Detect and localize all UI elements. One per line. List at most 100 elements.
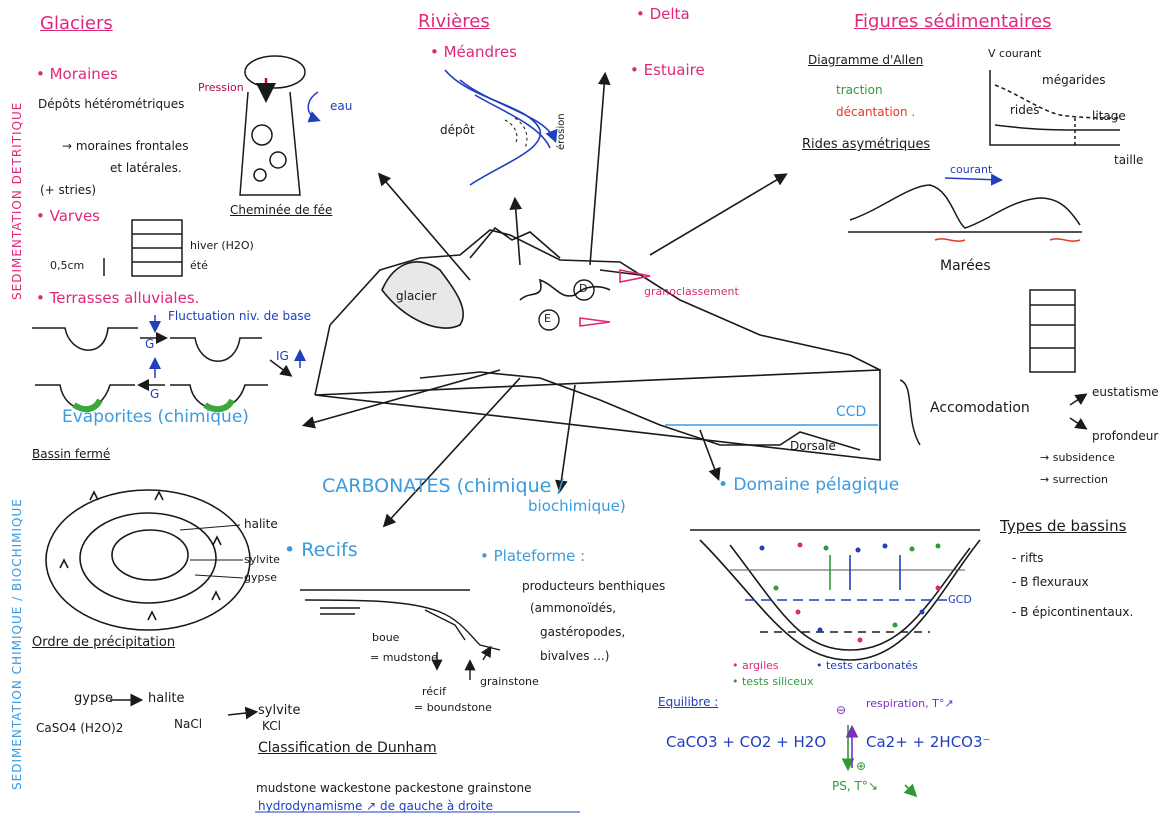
taille-label: taille bbox=[1114, 153, 1144, 167]
dunham-title: Classification de Dunham bbox=[258, 740, 437, 756]
subsidence-label: → subsidence bbox=[1040, 451, 1115, 464]
nacl-formula: NaCl bbox=[174, 717, 203, 731]
evaporites-title: Evaporites (chimique) bbox=[62, 407, 249, 427]
meanders-drawing bbox=[444, 69, 558, 186]
producteurs-line-4: bivalves ...) bbox=[540, 649, 610, 663]
pelagic-drawing bbox=[690, 529, 981, 661]
moraines-heading: • Moraines bbox=[36, 65, 118, 83]
glacier-label: glacier bbox=[396, 289, 437, 303]
rides-label: rides bbox=[1010, 103, 1040, 117]
d-label: D bbox=[579, 282, 588, 295]
argiles-legend: • argiles bbox=[732, 659, 779, 672]
producteurs-line-2: (ammonoïdés, bbox=[530, 601, 617, 615]
carbonates-title-2: biochimique) bbox=[528, 497, 626, 515]
allen-title: Diagramme d'Allen bbox=[808, 53, 924, 67]
g-label-2: G bbox=[150, 387, 160, 401]
eau-label: eau bbox=[330, 99, 353, 113]
block-ccd-label: CCD bbox=[836, 404, 867, 420]
gypse-formula-label: gypse bbox=[74, 691, 113, 706]
equilibre-bottom-label: PS, T°↘ bbox=[832, 779, 878, 793]
v-courant-label: V courant bbox=[988, 47, 1042, 60]
recif-label: récif bbox=[422, 685, 447, 698]
cheminee-drawing bbox=[239, 55, 321, 196]
e-circle bbox=[538, 309, 560, 331]
stries-text: (+ stries) bbox=[40, 183, 97, 197]
recif-drawing bbox=[300, 589, 501, 680]
pelagique-title: • Domaine pélagique bbox=[718, 475, 900, 495]
mudstone-label: = mudstone bbox=[370, 651, 438, 664]
pression-label: Pression bbox=[198, 81, 244, 94]
meandres-heading: • Méandres bbox=[430, 43, 517, 61]
grainstone-label: grainstone bbox=[480, 675, 539, 688]
side-label-chimique: SEDIMENTATION CHIMIQUE / BIOCHIMIQUE bbox=[10, 498, 24, 790]
delta-label: • Delta bbox=[636, 5, 690, 23]
bassin-rifts: - rifts bbox=[1012, 551, 1044, 565]
producteurs-line-3: gastéropodes, bbox=[540, 625, 626, 639]
granoclassement-label: granoclassement bbox=[644, 285, 739, 298]
granoclassement-marker bbox=[619, 269, 651, 283]
varves-drawing bbox=[103, 219, 183, 277]
dunham-hydro: hydrodynamisme ↗ de gauche à droite bbox=[258, 799, 494, 813]
tests-carbonates-legend: • tests carbonatés bbox=[816, 659, 918, 672]
eustatisme-label: eustatisme bbox=[1092, 385, 1159, 399]
terraces-drawing bbox=[32, 315, 306, 413]
sylvite-formula-label: sylvite bbox=[258, 703, 301, 718]
bassin-epicontinentaux: - B épicontinentaux. bbox=[1012, 605, 1134, 619]
decantation-label: décantation . bbox=[836, 105, 916, 119]
recifs-heading: • Recifs bbox=[284, 539, 358, 561]
equilibre-plus-sign: ⊕ bbox=[856, 759, 867, 773]
estuaire-label: • Estuaire bbox=[630, 61, 705, 79]
rides-asym-title: Rides asymétriques bbox=[802, 137, 931, 152]
traction-label: traction bbox=[836, 83, 883, 97]
moraines-types-1: → moraines frontales bbox=[62, 139, 189, 153]
varves-heading: • Varves bbox=[36, 207, 100, 225]
plateforme-heading: • Plateforme : bbox=[480, 547, 586, 565]
surrection-label: → surrection bbox=[1040, 473, 1108, 486]
halite-label: halite bbox=[244, 517, 278, 531]
courant-label: courant bbox=[950, 163, 993, 176]
erosion-label: érosion bbox=[556, 113, 567, 150]
varves-scale: 0,5cm bbox=[50, 259, 85, 272]
tests-siliceux-legend: • tests siliceux bbox=[732, 675, 814, 688]
d-circle bbox=[573, 279, 595, 301]
carbonates-title: CARBONATES (chimique / bbox=[322, 475, 564, 497]
marees-label: Marées bbox=[940, 258, 991, 274]
equilibre-title: Equilibre : bbox=[658, 695, 719, 709]
terrasses-heading: • Terrasses alluviales. bbox=[36, 289, 200, 307]
kcl-formula: KCl bbox=[262, 719, 281, 733]
strata-column bbox=[899, 289, 1088, 446]
depots-text: Dépôts hétérométriques bbox=[38, 97, 185, 111]
equilibre-top-label: respiration, T°↗ bbox=[866, 697, 954, 710]
producteurs-line-1: producteurs benthiques bbox=[522, 579, 666, 593]
ripples-drawing bbox=[848, 173, 1082, 242]
ig-label: IG bbox=[276, 349, 289, 363]
depot-label: dépôt bbox=[440, 123, 475, 137]
bassin-flexuraux: - B flexuraux bbox=[1012, 575, 1089, 589]
litage-label: litage bbox=[1092, 109, 1126, 123]
boundstone-label: = boundstone bbox=[414, 701, 492, 714]
g-label-1: G bbox=[145, 337, 155, 351]
figures-title: Figures sédimentaires bbox=[854, 11, 1052, 32]
pelagique-ccd-label: CCD bbox=[948, 593, 972, 606]
hollow-arrows bbox=[301, 71, 788, 528]
allen-diagram bbox=[989, 70, 1121, 146]
erosion-marker bbox=[579, 317, 611, 327]
caso4-formula: CaSO4 (H2O)2 bbox=[36, 721, 124, 735]
block-diagram bbox=[314, 226, 881, 461]
basin-drawing bbox=[45, 489, 259, 720]
e-label: E bbox=[544, 312, 551, 325]
ordre-label: Ordre de précipitation bbox=[32, 635, 176, 650]
equilibrium-arrows bbox=[841, 724, 918, 798]
halite-formula-label: halite bbox=[148, 691, 185, 706]
dunham-types: mudstone wackestone packestone grainston… bbox=[256, 781, 532, 795]
profondeur-label: profondeur bbox=[1092, 429, 1159, 443]
fluctuation-label: Fluctuation niv. de base bbox=[168, 309, 312, 323]
megarides-label: mégarides bbox=[1042, 73, 1106, 87]
accomodation-title: Accomodation bbox=[930, 400, 1030, 416]
pelagic-dots bbox=[759, 542, 941, 643]
equilibre-rhs: Ca2+ + 2HCO3⁻ bbox=[866, 733, 991, 751]
rivieres-title: Rivières bbox=[418, 11, 490, 32]
bassin-ferme-label: Bassin fermé bbox=[32, 447, 111, 461]
hiver-label: hiver (H2O) bbox=[190, 239, 254, 252]
